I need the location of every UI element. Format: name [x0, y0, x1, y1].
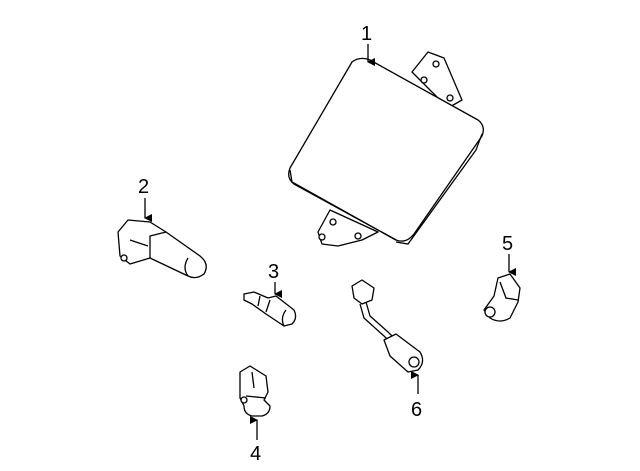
- sensor-2-part[interactable]: [117, 219, 207, 279]
- callout-2: 2: [138, 176, 149, 198]
- callout-5: 5: [502, 233, 513, 255]
- sensor-4-part[interactable]: [239, 365, 271, 417]
- sensor-5-part[interactable]: [483, 273, 521, 322]
- callout-3: 3: [268, 261, 279, 283]
- callout-1: 1: [361, 23, 372, 45]
- control-module-part[interactable]: [288, 51, 484, 247]
- knock-sensor-part[interactable]: [351, 279, 424, 373]
- callout-6: 6: [411, 399, 422, 421]
- sensor-3-part[interactable]: [243, 291, 297, 327]
- callout-4: 4: [250, 443, 261, 465]
